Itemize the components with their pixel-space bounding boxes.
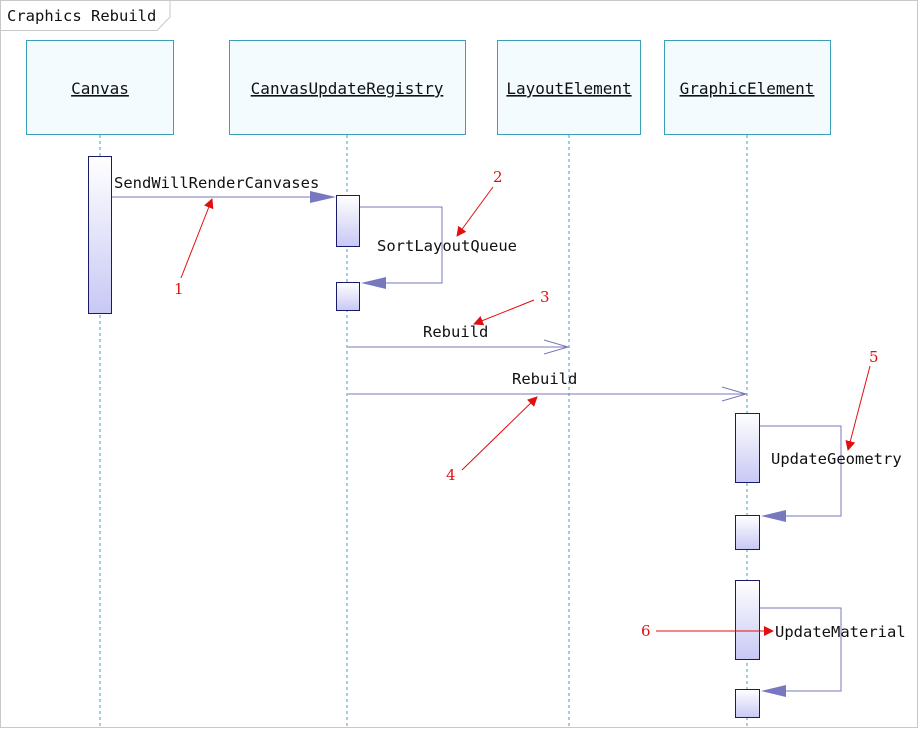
message-send-will-render: SendWillRenderCanvases bbox=[112, 174, 336, 203]
participant-canvas-update-registry[interactable]: CanvasUpdateRegistry bbox=[229, 40, 466, 135]
activations bbox=[88, 156, 760, 718]
annotation-number-3: 3 bbox=[540, 288, 550, 306]
message-update-material-label: UpdateMaterial bbox=[775, 623, 906, 641]
message-send-will-render-label: SendWillRenderCanvases bbox=[114, 174, 319, 192]
message-rebuild-graphic: Rebuild bbox=[348, 370, 748, 402]
activation-registry-1 bbox=[336, 195, 360, 247]
participant-layout-element[interactable]: LayoutElement bbox=[497, 40, 641, 135]
annotation-number-5: 5 bbox=[869, 348, 879, 366]
activation-registry-2 bbox=[336, 282, 360, 311]
annotation-arrow-5 bbox=[845, 365, 871, 451]
annotation-number-4: 4 bbox=[446, 466, 456, 484]
annotation-arrow-1 bbox=[180, 198, 214, 279]
annotation-arrow-4 bbox=[461, 396, 538, 471]
message-update-material: UpdateMaterial bbox=[760, 607, 906, 697]
activation-graphic-3 bbox=[735, 580, 760, 660]
activation-graphic-2 bbox=[735, 515, 760, 550]
annotation-numbers: 1 2 3 4 5 6 bbox=[174, 168, 879, 640]
message-update-geometry-label: UpdateGeometry bbox=[771, 450, 902, 468]
annotation-arrow-2 bbox=[456, 186, 494, 237]
participant-graphic-label: GraphicElement bbox=[680, 79, 815, 98]
activation-graphic-1 bbox=[735, 413, 760, 483]
message-sort-layout-queue-label: SortLayoutQueue bbox=[377, 237, 517, 255]
message-rebuild-graphic-label: Rebuild bbox=[512, 370, 577, 388]
diagram-title-tab: Craphics Rebuild bbox=[0, 0, 171, 31]
participant-layout-label: LayoutElement bbox=[506, 79, 631, 98]
message-rebuild-layout-label: Rebuild bbox=[423, 323, 488, 341]
annotation-arrows bbox=[180, 186, 871, 636]
activation-canvas bbox=[88, 156, 112, 314]
participant-graphic-element[interactable]: GraphicElement bbox=[664, 40, 831, 135]
annotation-number-6: 6 bbox=[641, 622, 651, 640]
diagram-title: Craphics Rebuild bbox=[7, 7, 156, 25]
annotation-arrow-3 bbox=[473, 299, 535, 326]
participant-canvas[interactable]: Canvas bbox=[26, 40, 174, 135]
activation-graphic-4 bbox=[735, 689, 760, 718]
annotation-number-2: 2 bbox=[493, 168, 503, 186]
participant-registry-label: CanvasUpdateRegistry bbox=[251, 79, 444, 98]
message-rebuild-layout: Rebuild bbox=[348, 323, 570, 355]
annotation-number-1: 1 bbox=[174, 280, 184, 298]
message-sort-layout-queue: SortLayoutQueue bbox=[360, 206, 517, 289]
participant-canvas-label: Canvas bbox=[71, 79, 129, 98]
message-update-geometry: UpdateGeometry bbox=[760, 425, 902, 522]
